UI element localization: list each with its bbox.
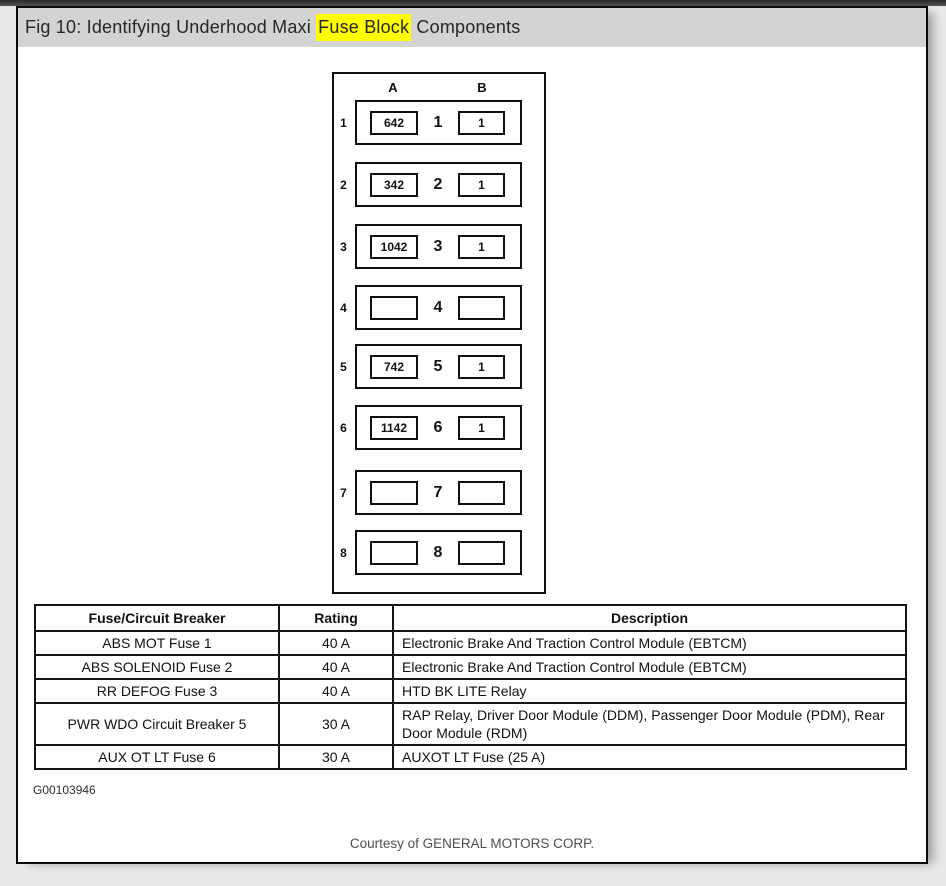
diagram-column-header-a: A bbox=[388, 80, 398, 95]
cell-rating: 30 A bbox=[278, 702, 394, 746]
fuse-slot: 342 2 1 bbox=[355, 162, 522, 207]
fuse-position-number: 6 bbox=[433, 418, 443, 436]
fuse-row-8: 8 8 bbox=[334, 530, 544, 575]
fuse-cavity-b: 1 bbox=[458, 172, 505, 197]
figure-id: G00103946 bbox=[33, 783, 96, 797]
window-top-strip bbox=[0, 0, 946, 6]
fuse-position-number: 5 bbox=[433, 357, 443, 375]
table-row: PWR WDO Circuit Breaker 5 30 A RAP Relay… bbox=[34, 702, 907, 746]
fuse-cavity-b: 1 bbox=[458, 415, 505, 440]
fuse-cavity-b: 1 bbox=[458, 234, 505, 259]
fuse-cavity-b bbox=[458, 540, 505, 565]
fuse-row-label: 8 bbox=[340, 545, 347, 560]
fuse-slot: 642 1 1 bbox=[355, 100, 522, 145]
fuse-row-label: 5 bbox=[340, 359, 347, 374]
fuse-row-2: 2 342 2 1 bbox=[334, 162, 544, 207]
fuse-row-label: 3 bbox=[340, 239, 347, 254]
cell-description: HTD BK LITE Relay bbox=[392, 678, 907, 704]
fuse-cavity-b: 1 bbox=[458, 354, 505, 379]
manual-page: Fig 10: Identifying Underhood Maxi Fuse … bbox=[16, 6, 928, 864]
cell-fuse-name: RR DEFOG Fuse 3 bbox=[34, 678, 280, 704]
cell-description: RAP Relay, Driver Door Module (DDM), Pas… bbox=[392, 702, 907, 746]
figure-title-suffix: Components bbox=[411, 17, 521, 37]
cell-rating: 30 A bbox=[278, 744, 394, 770]
fuse-slot: 8 bbox=[355, 530, 522, 575]
fuse-position-number: 3 bbox=[433, 237, 443, 255]
fuse-cavity-a: 342 bbox=[370, 172, 418, 197]
fuse-slot: 1142 6 1 bbox=[355, 405, 522, 450]
diagram-column-header-b: B bbox=[477, 80, 487, 95]
column-header-description: Description bbox=[392, 604, 907, 632]
cell-description: AUXOT LT Fuse (25 A) bbox=[392, 744, 907, 770]
fuse-row-6: 6 1142 6 1 bbox=[334, 405, 544, 450]
cell-rating: 40 A bbox=[278, 678, 394, 704]
fuse-cavity-a: 642 bbox=[370, 110, 418, 135]
fuse-position-number: 7 bbox=[433, 483, 443, 501]
fuse-description-table: Fuse/Circuit Breaker Rating Description … bbox=[34, 604, 907, 770]
cell-fuse-name: ABS MOT Fuse 1 bbox=[34, 630, 280, 656]
fuse-position-number: 4 bbox=[433, 298, 443, 316]
fuse-row-1: 1 642 1 1 bbox=[334, 100, 544, 145]
fuse-row-7: 7 7 bbox=[334, 470, 544, 515]
table-header-row: Fuse/Circuit Breaker Rating Description bbox=[34, 604, 907, 632]
fuse-cavity-a bbox=[370, 540, 418, 565]
fuse-cavity-a: 1042 bbox=[370, 234, 418, 259]
cell-fuse-name: ABS SOLENOID Fuse 2 bbox=[34, 654, 280, 680]
fuse-position-number: 1 bbox=[433, 113, 443, 131]
table-row: ABS MOT Fuse 1 40 A Electronic Brake And… bbox=[34, 630, 907, 656]
fuse-slot: 742 5 1 bbox=[355, 344, 522, 389]
fuse-cavity-b bbox=[458, 295, 505, 320]
fuse-position-number: 8 bbox=[433, 543, 443, 561]
column-header-rating: Rating bbox=[278, 604, 394, 632]
cell-description: Electronic Brake And Traction Control Mo… bbox=[392, 630, 907, 656]
fuse-row-5: 5 742 5 1 bbox=[334, 344, 544, 389]
cell-description: Electronic Brake And Traction Control Mo… bbox=[392, 654, 907, 680]
cell-rating: 40 A bbox=[278, 630, 394, 656]
fuse-cavity-b bbox=[458, 480, 505, 505]
fuse-position-number: 2 bbox=[433, 175, 443, 193]
search-highlight: Fuse Block bbox=[316, 14, 412, 41]
figure-title-bar: Fig 10: Identifying Underhood Maxi Fuse … bbox=[18, 8, 926, 47]
table-row: RR DEFOG Fuse 3 40 A HTD BK LITE Relay bbox=[34, 678, 907, 704]
cell-fuse-name: AUX OT LT Fuse 6 bbox=[34, 744, 280, 770]
cell-fuse-name: PWR WDO Circuit Breaker 5 bbox=[34, 702, 280, 746]
figure-title-prefix: Fig 10: Identifying Underhood Maxi bbox=[25, 17, 317, 37]
fuse-row-label: 6 bbox=[340, 420, 347, 435]
fuse-slot: 4 bbox=[355, 285, 522, 330]
fuse-cavity-a: 742 bbox=[370, 354, 418, 379]
column-header-fuse-circuit-breaker: Fuse/Circuit Breaker bbox=[34, 604, 280, 632]
fuse-row-label: 1 bbox=[340, 115, 347, 130]
cell-rating: 40 A bbox=[278, 654, 394, 680]
fuse-cavity-a: 1142 bbox=[370, 415, 418, 440]
fuse-row-label: 4 bbox=[340, 300, 347, 315]
courtesy-line: Courtesy of GENERAL MOTORS CORP. bbox=[349, 836, 595, 851]
fuse-row-label: 7 bbox=[340, 485, 347, 500]
fuse-row-4: 4 4 bbox=[334, 285, 544, 330]
fuse-row-label: 2 bbox=[340, 177, 347, 192]
table-row: AUX OT LT Fuse 6 30 A AUXOT LT Fuse (25 … bbox=[34, 744, 907, 770]
table-row: ABS SOLENOID Fuse 2 40 A Electronic Brak… bbox=[34, 654, 907, 680]
fuse-cavity-a bbox=[370, 480, 418, 505]
fuse-row-3: 3 1042 3 1 bbox=[334, 224, 544, 269]
fuse-block-diagram: A B 1 642 1 1 2 342 2 1 3 bbox=[332, 72, 546, 594]
fuse-slot: 1042 3 1 bbox=[355, 224, 522, 269]
fuse-cavity-b: 1 bbox=[458, 110, 505, 135]
fuse-slot: 7 bbox=[355, 470, 522, 515]
fuse-cavity-a bbox=[370, 295, 418, 320]
